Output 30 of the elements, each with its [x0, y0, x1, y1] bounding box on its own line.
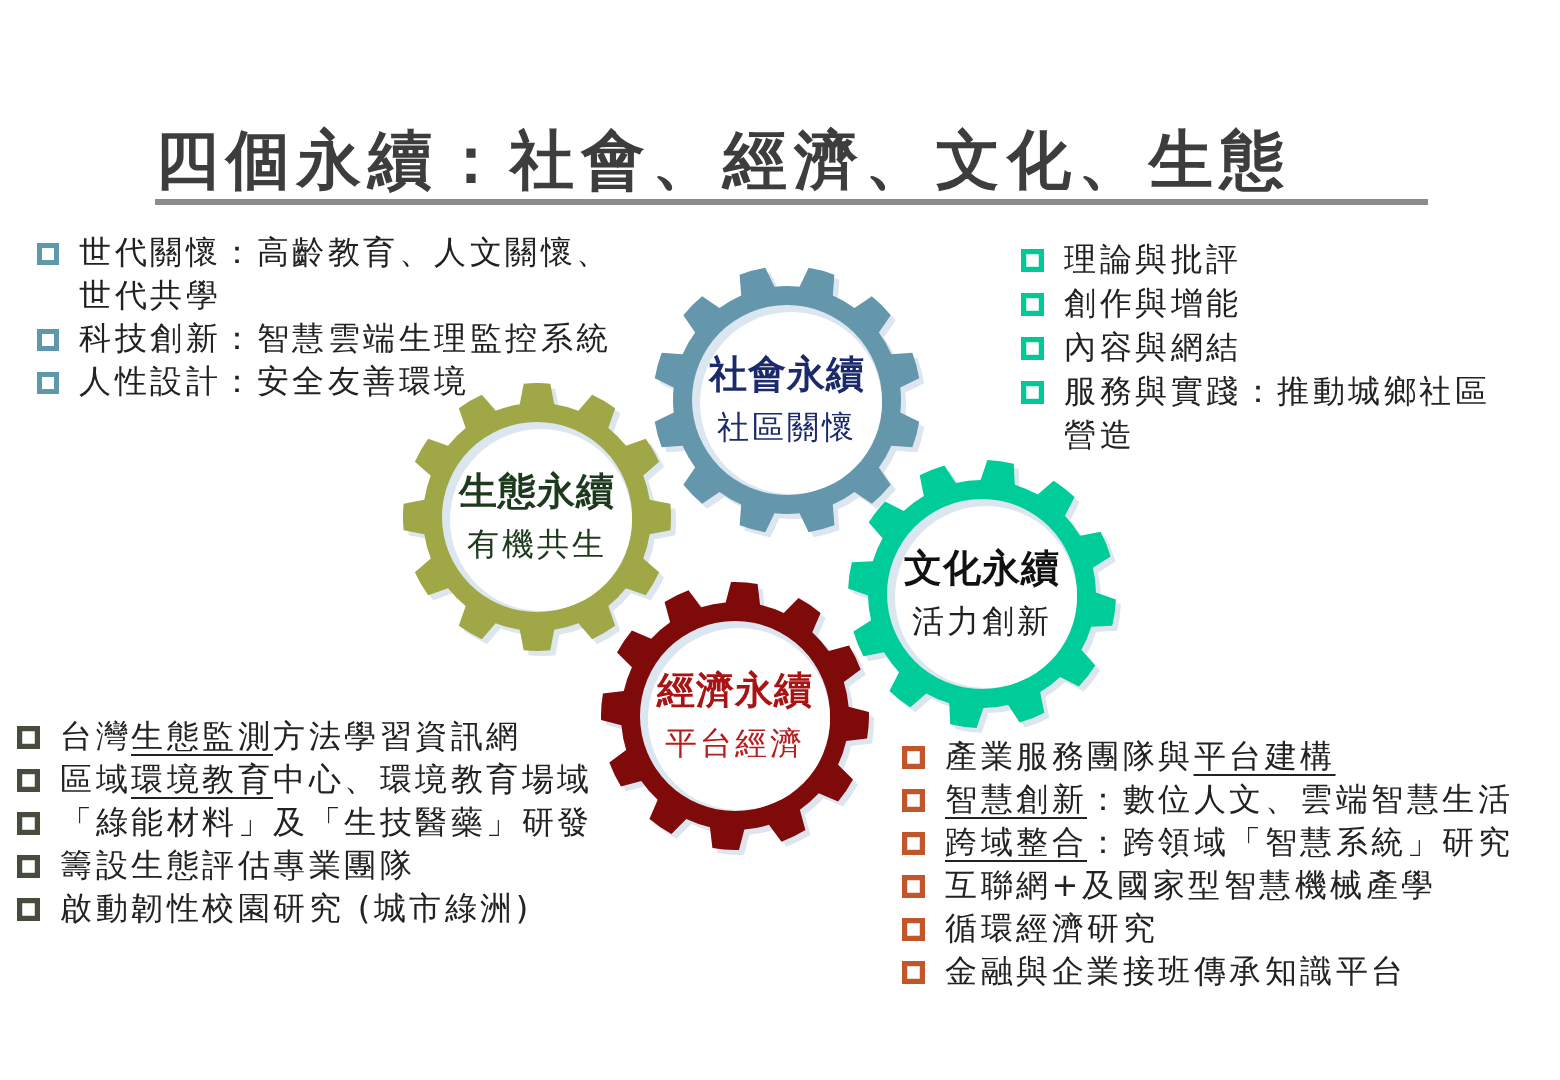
gear-subtitle: 社區關懷	[717, 407, 857, 448]
gear-title: 生態永續	[459, 468, 615, 514]
list-item-text: 互聯網+及國家型智慧機械產學	[945, 865, 1437, 906]
list-item-text: 服務與實踐：推動城鄉社區營造	[1064, 371, 1491, 456]
list-item-text: 台灣生態監測方法學習資訊網	[60, 716, 522, 757]
gear-subtitle: 有機共生	[467, 524, 607, 565]
list-item-text: 「綠能材料」及「生技醫藥」研發	[60, 802, 593, 843]
list-item-text: 科技創新：智慧雲端生理監控系統	[79, 318, 612, 359]
list-item-text: 產業服務團隊與平台建構	[945, 736, 1336, 777]
list-item-text: 智慧創新：數位人文、雲端智慧生活	[945, 779, 1513, 820]
diagram-title: 四個永續：社會、經濟、文化、生態	[155, 122, 1291, 198]
list-item-text: 啟動韌性校園研究 (城市綠洲)	[60, 888, 532, 929]
list-item-text: 內容與網結	[1064, 327, 1242, 368]
list-item-text: 循環經濟研究	[945, 908, 1158, 949]
gear-title: 社會永續	[709, 351, 865, 397]
list-item-text: 人性設計：安全友善環境	[79, 361, 470, 402]
list-item-text: 跨域整合：跨領域「智慧系統」研究	[945, 822, 1513, 863]
list-item-text: 金融與企業接班傳承知識平台	[945, 951, 1407, 992]
list-item-text: 區域環境教育中心、環境教育場域	[60, 759, 593, 800]
gear-shape	[848, 460, 1122, 734]
list-item-text: 理論與批評	[1064, 239, 1242, 280]
gear-title: 文化永續	[904, 545, 1060, 591]
list-item-text: 世代關懷：高齡教育、人文關懷、世代共學	[79, 232, 613, 316]
gear-shape	[653, 266, 927, 540]
gear-subtitle: 活力創新	[912, 601, 1052, 642]
list-item-text: 創作與增能	[1064, 283, 1242, 324]
gear-subtitle: 平台經濟	[665, 723, 805, 764]
list-item-text: 籌設生態評估專業團隊	[60, 845, 415, 886]
gear-title: 經濟永續	[657, 667, 813, 713]
gear-shape	[601, 582, 875, 856]
